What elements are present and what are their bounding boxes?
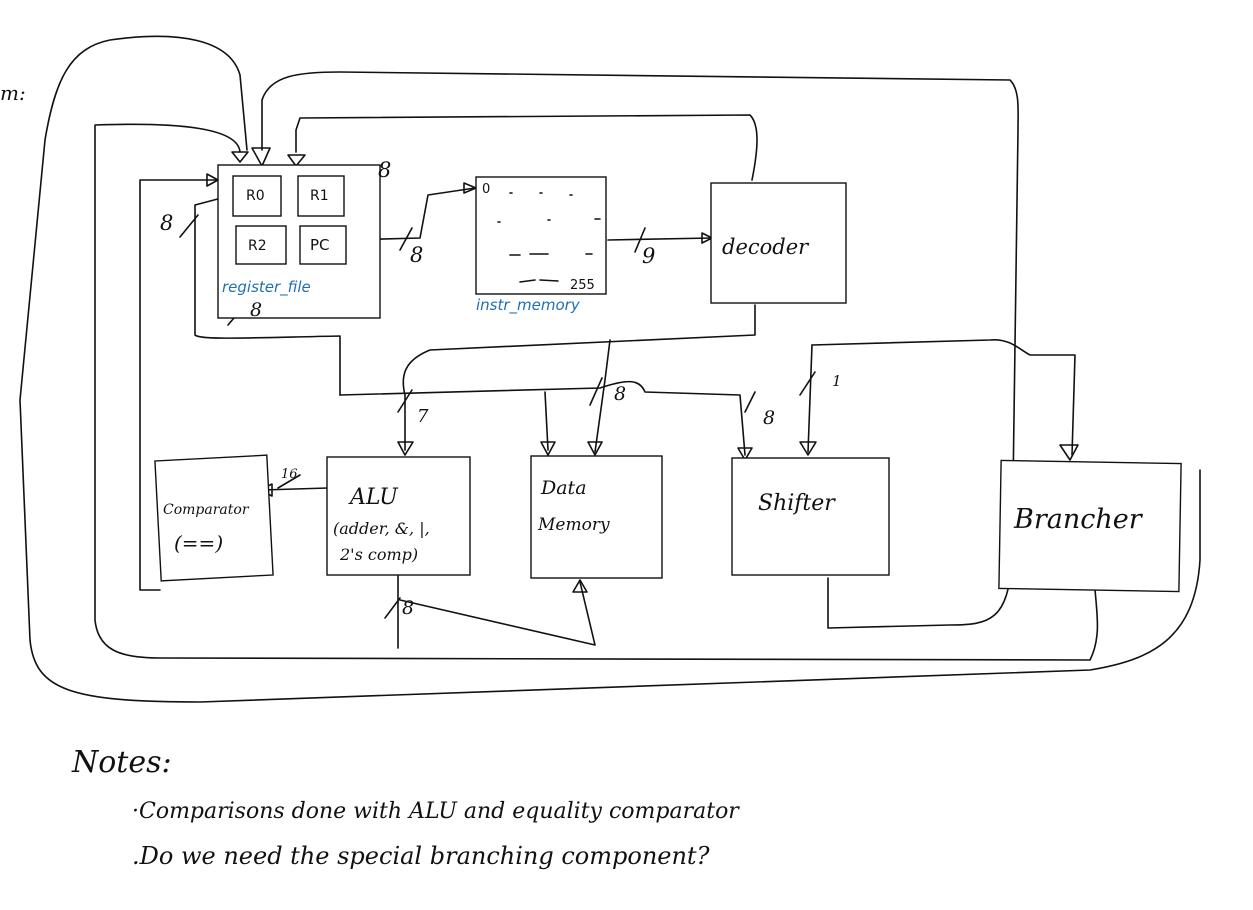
- comparator-block: Comparator (==): [154, 454, 274, 582]
- wire-brancher-ctrl: [811, 339, 1076, 456]
- arrowheads: [206, 147, 1079, 593]
- alu-line-2: 2's comp): [339, 545, 418, 564]
- wire-left-bus: [194, 194, 341, 396]
- wire-ctrl-bus-2: [339, 380, 746, 456]
- instr-memory-last-addr: 255: [570, 278, 595, 293]
- brancher-box: [998, 459, 1182, 593]
- instr-memory-first-addr: 0: [482, 182, 490, 197]
- bus-width-mem-in: 8: [614, 383, 626, 405]
- bus-width-rf-bottom: 8: [250, 299, 262, 321]
- comparator-op: (==): [174, 531, 223, 555]
- register-r2-label: R2: [248, 238, 267, 254]
- wire-mem-ctrl-2: [544, 391, 549, 451]
- wire-r1-loop: [295, 114, 758, 181]
- wire-top-loop: [261, 71, 1019, 629]
- shifter-box: [731, 457, 890, 576]
- comparator-box: [154, 454, 274, 582]
- shifter-block: Shifter: [731, 457, 890, 576]
- wire-alu-to-comp: [261, 487, 329, 491]
- notes-heading: Notes:: [71, 745, 172, 780]
- register-pc-label: PC: [310, 236, 330, 254]
- data-memory-box: [530, 455, 663, 579]
- instr-memory-label: instr_memory: [476, 296, 581, 315]
- wire-pc-to-imem: [344, 187, 476, 241]
- notes: Notes: ·Comparisons done with ALU and eq…: [71, 745, 740, 870]
- wire-left-frame: [139, 179, 219, 591]
- register-r0: [232, 175, 282, 217]
- register-file: R0 R1 R2 PC register_file: [217, 164, 381, 319]
- instr-memory-rows: [497, 192, 601, 283]
- alu-block: ALU (adder, &, |, 2's comp): [326, 456, 471, 576]
- register-r0-label: R0: [246, 188, 265, 204]
- alu-box: [326, 456, 471, 576]
- bus-width-left-in: 8: [160, 211, 173, 235]
- decoder-block: decoder: [710, 182, 847, 304]
- register-file-label: register_file: [222, 278, 311, 297]
- bus-width-labels: 8 8 8 8 9 7 8 8 1 16 8: [160, 158, 842, 619]
- wire-shift-ctrl: [807, 344, 813, 453]
- bus-width-alu-out: 8: [402, 597, 414, 619]
- wire-outer-loop: [19, 35, 1201, 703]
- register-pc: [299, 225, 347, 265]
- brancher-label: Brancher: [1013, 504, 1144, 535]
- alu-title: ALU: [348, 485, 399, 510]
- wire-mem-ctrl: [594, 339, 611, 453]
- decoder-box: [710, 182, 847, 304]
- bus-width-pc-out: 8: [410, 243, 423, 267]
- bus-width-r1-out: 8: [378, 158, 391, 182]
- bus-width-shift-ctrl: 1: [832, 372, 842, 390]
- bus-width-alu-in: 7: [417, 406, 429, 427]
- bus-width-instr-out: 9: [642, 244, 655, 268]
- decoder-label: decoder: [722, 235, 810, 259]
- data-memory-line-1: Data: [540, 477, 587, 499]
- wire-imem-to-decoder: [607, 237, 713, 241]
- bus-width-shift-in: 8: [763, 407, 775, 429]
- alu-line-1: (adder, &, |,: [333, 519, 430, 538]
- shifter-label: Shifter: [758, 491, 836, 516]
- data-memory-block: Data Memory: [530, 455, 663, 579]
- wire-to-dmem: [399, 581, 596, 646]
- notes-item-2: .Do we need the special branching compon…: [132, 842, 710, 870]
- corner-text: m:: [0, 81, 26, 105]
- notes-item-1: ·Comparisons done with ALU and equality …: [132, 799, 740, 824]
- instr-memory: 0 255 instr_memory: [475, 176, 607, 315]
- comparator-label: Comparator: [163, 502, 250, 518]
- register-r1-label: R1: [310, 188, 329, 204]
- register-r1: [297, 175, 345, 217]
- bus-width-comp-in: 16: [281, 467, 298, 482]
- register-r2: [235, 225, 287, 265]
- instr-memory-box: [475, 176, 607, 295]
- wire-inner-loop: [94, 123, 1099, 661]
- wire-decoder-bus: [402, 304, 756, 451]
- brancher-block: Brancher: [998, 459, 1182, 593]
- data-memory-line-2: Memory: [537, 515, 610, 535]
